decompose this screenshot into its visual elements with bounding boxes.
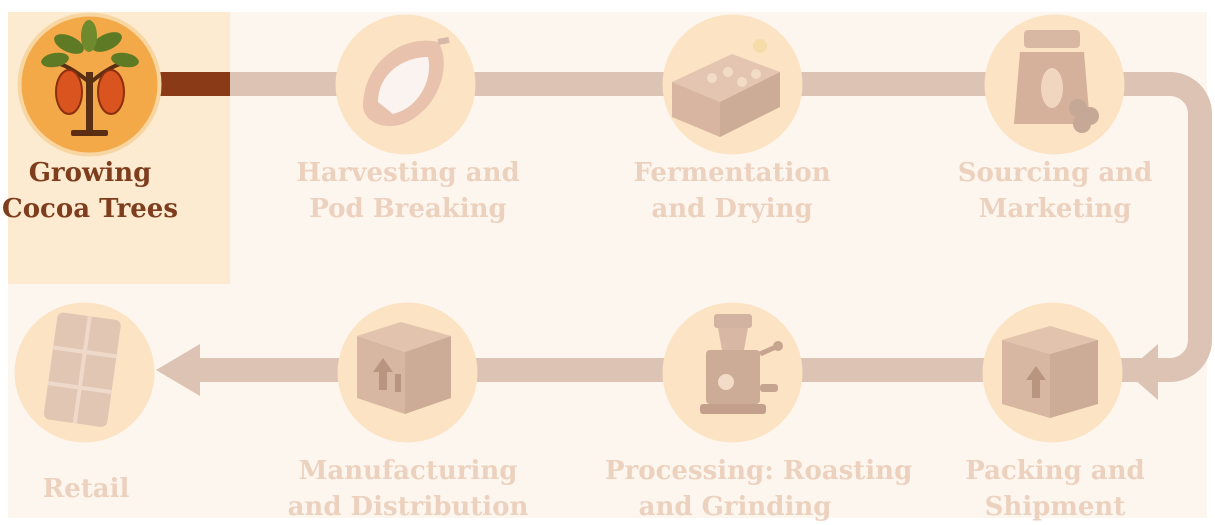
step-sourcing-line-1: Sourcing and (957, 158, 1153, 188)
connector-active-segment (160, 72, 230, 96)
step-harvesting-line-2: Pod Breaking (309, 194, 507, 224)
step-harvesting-line-1: Harvesting and (296, 158, 520, 188)
cocoa-sack-icon (984, 14, 1125, 155)
step-harvesting-label: Harvesting and Pod Breaking (278, 155, 538, 227)
step-packing-line-2: Shipment (984, 492, 1126, 522)
distribution-box-icon (337, 302, 478, 443)
step-growing-line-2: Cocoa Trees (2, 194, 178, 224)
step-fermentation-line-2: and Drying (651, 194, 813, 224)
step-processing-node (660, 300, 805, 445)
shipping-box-icon (982, 302, 1123, 443)
cocoa-tree-icon (17, 12, 162, 157)
connector-row-1 (88, 72, 1150, 96)
step-growing-node (17, 12, 162, 157)
step-sourcing-label: Sourcing and Marketing (925, 155, 1185, 227)
fermentation-box-icon (662, 14, 803, 155)
step-manufacturing-label: Manufacturing and Distribution (278, 453, 538, 525)
step-manufacturing-line-1: Manufacturing (298, 456, 518, 486)
step-fermentation-label: Fermentation and Drying (602, 155, 862, 227)
step-manufacturing-node (335, 300, 480, 445)
step-retail-label: Retail (0, 471, 216, 507)
step-harvesting-node (333, 12, 478, 157)
step-fermentation-node (660, 12, 805, 157)
chocolate-bar-icon (14, 302, 155, 443)
step-packing-node (980, 300, 1125, 445)
step-growing-label: Growing Cocoa Trees (0, 155, 190, 227)
step-fermentation-line-1: Fermentation (633, 158, 831, 188)
step-manufacturing-line-2: and Distribution (287, 492, 529, 522)
step-retail-line-1: Retail (42, 474, 130, 504)
step-processing-line-1: Processing: Roasting (605, 456, 913, 486)
connector-arrowhead-left (156, 344, 200, 396)
connector-turn (1150, 72, 1212, 382)
step-packing-line-1: Packing and (965, 456, 1145, 486)
step-processing-line-2: and Grinding (638, 492, 832, 522)
step-packing-label: Packing and Shipment (925, 453, 1185, 525)
grinder-icon (662, 302, 803, 443)
step-processing-label: Processing: Roasting and Grinding (605, 453, 913, 525)
cocoa-pod-icon (335, 14, 476, 155)
step-growing-line-1: Growing (28, 158, 152, 188)
step-sourcing-node (982, 12, 1127, 157)
step-retail-node (12, 300, 157, 445)
step-sourcing-line-2: Marketing (978, 194, 1132, 224)
